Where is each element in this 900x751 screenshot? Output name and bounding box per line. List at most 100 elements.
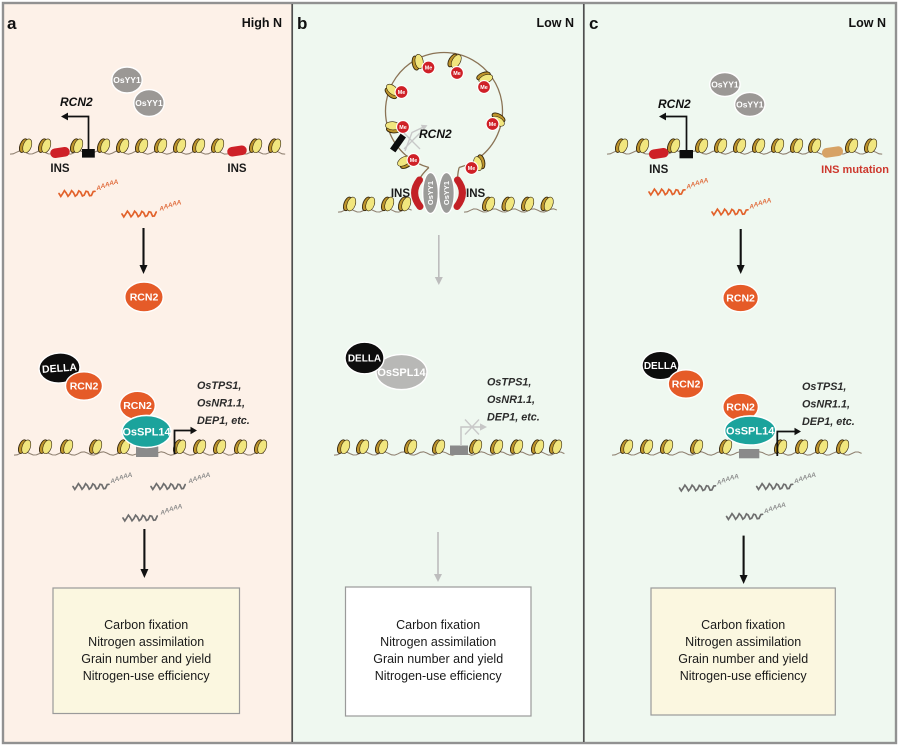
svg-text:A: A [777, 503, 782, 510]
svg-text:OsTPS1,: OsTPS1, [197, 380, 241, 392]
svg-text:A: A [101, 183, 106, 190]
svg-text:c: c [589, 14, 598, 33]
svg-text:OsYY1: OsYY1 [426, 181, 435, 205]
svg-text:A: A [201, 473, 206, 480]
svg-text:A: A [811, 472, 816, 479]
svg-text:A: A [173, 504, 178, 511]
svg-text:A: A [754, 202, 759, 209]
svg-text:OsNR1.1,: OsNR1.1, [487, 394, 535, 406]
svg-text:RCN2: RCN2 [70, 381, 99, 393]
svg-text:a: a [7, 14, 17, 33]
svg-text:Nitrogen-use efficiency: Nitrogen-use efficiency [375, 669, 503, 683]
svg-text:INS: INS [391, 188, 411, 200]
svg-text:OsYY1: OsYY1 [135, 98, 163, 108]
svg-text:Carbon fixation: Carbon fixation [701, 618, 785, 632]
svg-text:Low N: Low N [849, 16, 887, 30]
svg-text:A: A [197, 474, 202, 481]
svg-text:OsSPL14: OsSPL14 [726, 425, 775, 437]
svg-text:Grain number and yield: Grain number and yield [678, 652, 808, 666]
svg-text:A: A [123, 473, 128, 480]
svg-text:DEP1, etc.: DEP1, etc. [197, 415, 250, 427]
svg-text:INS: INS [227, 163, 247, 175]
svg-text:OsYY1: OsYY1 [736, 99, 764, 109]
svg-text:A: A [161, 510, 166, 517]
svg-text:A: A [128, 472, 133, 479]
svg-text:A: A [764, 508, 769, 515]
svg-text:Nitrogen assimilation: Nitrogen assimilation [685, 635, 801, 649]
svg-text:A: A [164, 204, 169, 211]
svg-text:OsYY1: OsYY1 [113, 75, 141, 85]
svg-text:A: A [114, 179, 119, 186]
svg-text:INS mutation: INS mutation [821, 164, 889, 176]
svg-text:Nitrogen assimilation: Nitrogen assimilation [88, 635, 204, 649]
svg-text:RCN2: RCN2 [123, 400, 152, 412]
svg-text:OsYY1: OsYY1 [442, 181, 451, 205]
svg-text:Nitrogen-use efficiency: Nitrogen-use efficiency [680, 669, 808, 683]
svg-text:Low N: Low N [537, 16, 575, 30]
svg-text:DELLA: DELLA [42, 361, 78, 375]
svg-text:A: A [773, 504, 778, 511]
svg-text:INS: INS [466, 188, 486, 200]
svg-text:A: A [768, 506, 773, 513]
svg-text:A: A [734, 473, 739, 480]
svg-text:A: A [721, 478, 726, 485]
svg-text:A: A [803, 474, 808, 481]
svg-text:DEP1, etc.: DEP1, etc. [802, 416, 855, 428]
svg-text:A: A [794, 478, 799, 485]
svg-text:A: A [169, 506, 174, 513]
svg-text:RCN2: RCN2 [658, 97, 691, 111]
svg-text:OsNR1.1,: OsNR1.1, [197, 398, 245, 410]
svg-text:OsSPL14: OsSPL14 [122, 426, 171, 438]
svg-text:A: A [781, 502, 786, 509]
svg-text:A: A [762, 198, 767, 205]
svg-text:A: A [189, 478, 194, 485]
svg-text:A: A [704, 177, 709, 184]
svg-text:A: A [111, 478, 116, 485]
svg-text:OsTPS1,: OsTPS1, [802, 381, 846, 393]
svg-text:A: A [193, 476, 198, 483]
svg-text:A: A [758, 200, 763, 207]
svg-text:A: A [172, 200, 177, 207]
svg-text:OsYY1: OsYY1 [711, 79, 739, 89]
svg-text:A: A [177, 199, 182, 206]
svg-text:DEP1, etc.: DEP1, etc. [487, 412, 540, 424]
svg-text:A: A [119, 474, 124, 481]
svg-text:A: A [178, 503, 183, 510]
svg-text:A: A [807, 473, 812, 480]
svg-text:A: A [691, 182, 696, 189]
svg-text:RCN2: RCN2 [130, 292, 159, 304]
svg-text:RCN2: RCN2 [60, 95, 93, 109]
svg-text:OsTPS1,: OsTPS1, [487, 377, 531, 389]
svg-text:A: A [97, 185, 102, 192]
svg-text:INS: INS [649, 164, 669, 176]
svg-text:A: A [105, 181, 110, 188]
svg-text:RCN2: RCN2 [672, 379, 701, 391]
svg-text:A: A [168, 202, 173, 209]
svg-text:High N: High N [242, 16, 282, 30]
svg-text:A: A [750, 204, 755, 211]
svg-text:A: A [206, 472, 211, 479]
svg-text:Grain number and yield: Grain number and yield [81, 652, 211, 666]
svg-text:OsNR1.1,: OsNR1.1, [802, 399, 850, 411]
svg-text:DELLA: DELLA [644, 361, 677, 372]
svg-text:DELLA: DELLA [348, 354, 381, 365]
svg-text:b: b [297, 14, 307, 33]
svg-text:RCN2: RCN2 [726, 293, 755, 305]
svg-text:Carbon fixation: Carbon fixation [104, 618, 188, 632]
svg-text:RCN2: RCN2 [726, 402, 755, 414]
svg-text:A: A [160, 206, 165, 213]
svg-text:A: A [726, 476, 731, 483]
svg-text:Carbon fixation: Carbon fixation [396, 618, 480, 632]
svg-text:A: A [767, 197, 772, 204]
svg-text:Nitrogen assimilation: Nitrogen assimilation [380, 635, 496, 649]
svg-text:Nitrogen-use efficiency: Nitrogen-use efficiency [83, 669, 211, 683]
svg-text:OsSPL14: OsSPL14 [377, 367, 426, 379]
svg-text:RCN2: RCN2 [419, 127, 452, 141]
svg-text:Grain number and yield: Grain number and yield [373, 652, 503, 666]
svg-text:INS: INS [50, 163, 70, 175]
svg-text:A: A [730, 474, 735, 481]
svg-text:A: A [687, 184, 692, 191]
svg-text:A: A [699, 178, 704, 185]
svg-text:A: A [695, 180, 700, 187]
svg-text:A: A [717, 480, 722, 487]
